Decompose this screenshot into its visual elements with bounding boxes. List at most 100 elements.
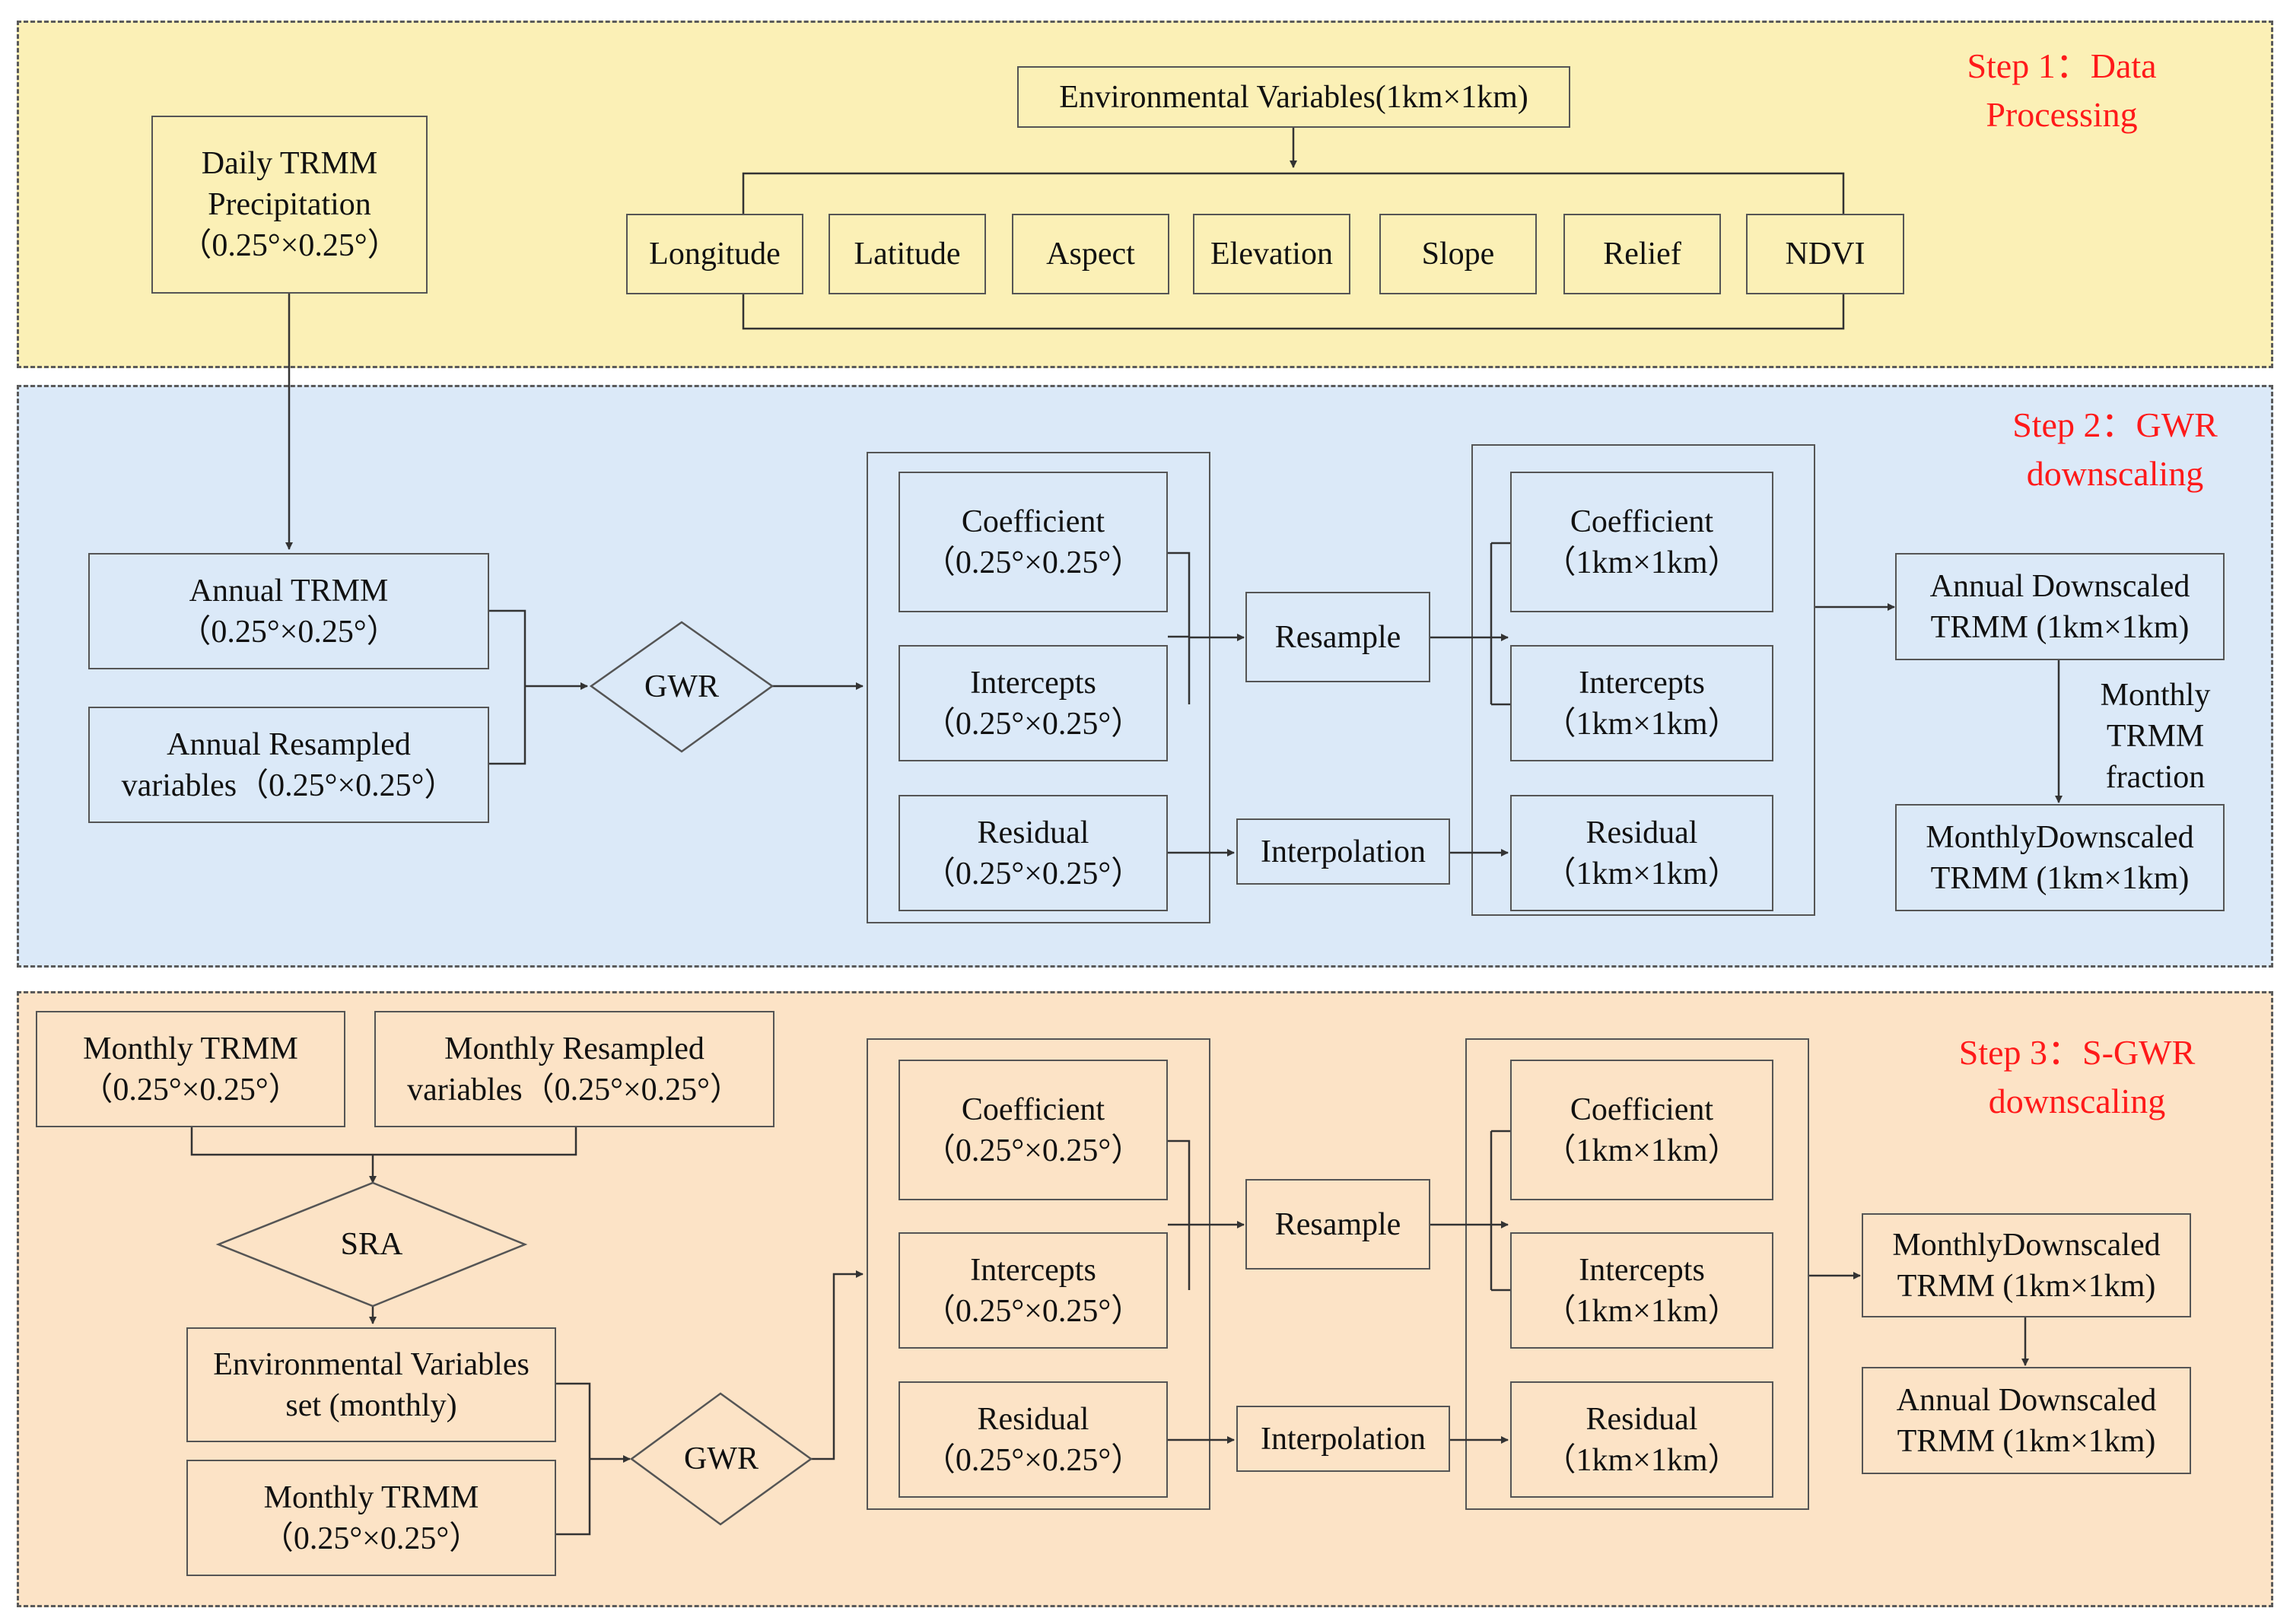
var-ndvi-box: NDVI xyxy=(1746,214,1904,294)
monthly-trmm-bottom-line2: （0.25°×0.25°） xyxy=(261,1521,482,1556)
s3-intercepts-coarse-line2: （0.25°×0.25°） xyxy=(923,1293,1143,1329)
var-slope-box: Slope xyxy=(1379,214,1537,294)
s3-monthly-downscaled-line1: MonthlyDownscaled xyxy=(1892,1227,2161,1263)
s3-residual-fine-line1: Residual xyxy=(1586,1401,1698,1437)
s3-coef-coarse-line1: Coefficient xyxy=(961,1092,1105,1127)
s3-coef-coarse-box: Coefficient （0.25°×0.25°） xyxy=(899,1060,1168,1200)
step3-title-line2: downscaling xyxy=(1988,1082,2166,1120)
s3-intercepts-fine-box: Intercepts （1km×1km） xyxy=(1510,1232,1773,1349)
step2-title-line2: downscaling xyxy=(2026,454,2204,493)
annual-resampled-line1: Annual Resampled xyxy=(167,726,411,762)
s3-annual-downscaled-line2: TRMM (1km×1km) xyxy=(1897,1423,2156,1459)
monthly-trmm-bottom-line1: Monthly TRMM xyxy=(263,1479,479,1515)
s3-annual-downscaled-line1: Annual Downscaled xyxy=(1896,1382,2157,1418)
step1-title: Step 1：Data Processing xyxy=(1917,42,2206,139)
s3-intercepts-coarse-line1: Intercepts xyxy=(970,1252,1096,1288)
step2-gwr-label: GWR xyxy=(644,669,719,704)
var-slope-label: Slope xyxy=(1421,237,1495,272)
var-aspect-label: Aspect xyxy=(1046,237,1135,272)
s2-intercepts-coarse-line2: （0.25°×0.25°） xyxy=(923,706,1143,742)
s2-residual-coarse-box: Residual （0.25°×0.25°） xyxy=(899,795,1168,911)
s2-coef-fine-line1: Coefficient xyxy=(1570,504,1714,539)
monthly-resampled-line1: Monthly Resampled xyxy=(444,1031,704,1066)
var-relief-label: Relief xyxy=(1603,237,1681,272)
monthly-trmm-top-line1: Monthly TRMM xyxy=(83,1031,298,1066)
monthly-fraction-line1: Monthly xyxy=(2100,678,2211,713)
var-aspect-box: Aspect xyxy=(1012,214,1169,294)
daily-trmm-line2: Precipitation xyxy=(208,187,371,222)
s3-coef-fine-line2: （1km×1km） xyxy=(1544,1133,1740,1168)
s2-intercepts-fine-box: Intercepts （1km×1km） xyxy=(1510,645,1773,761)
step1-panel xyxy=(17,21,2273,368)
monthly-resampled-line2: variables（0.25°×0.25°） xyxy=(407,1072,742,1108)
s3-resample-box: Resample xyxy=(1245,1179,1430,1270)
annual-trmm-line2: （0.25°×0.25°） xyxy=(179,614,399,650)
s2-intercepts-coarse-line1: Intercepts xyxy=(970,665,1096,701)
s2-resample-box: Resample xyxy=(1245,592,1430,682)
s3-intercepts-fine-line1: Intercepts xyxy=(1579,1252,1705,1288)
s2-residual-coarse-line2: （0.25°×0.25°） xyxy=(923,856,1143,891)
s3-interpolation-label: Interpolation xyxy=(1261,1421,1426,1457)
step2-fine-group xyxy=(1471,444,1815,916)
s2-annual-downscaled-box: Annual Downscaled TRMM (1km×1km) xyxy=(1895,553,2225,660)
s3-residual-fine-box: Residual （1km×1km） xyxy=(1510,1381,1773,1498)
var-latitude-label: Latitude xyxy=(854,237,961,272)
step3-title: Step 3：S-GWR downscaling xyxy=(1932,1028,2222,1126)
s2-coef-coarse-line2: （0.25°×0.25°） xyxy=(923,545,1143,580)
env-set-line1: Environmental Variables xyxy=(213,1346,530,1382)
step3-gwr-diamond xyxy=(629,1392,813,1526)
step1-title-line2: Processing xyxy=(1986,95,2138,134)
step1-title-line1: Step 1：Data xyxy=(1967,46,2157,85)
var-elevation-box: Elevation xyxy=(1193,214,1350,294)
s2-intercepts-coarse-box: Intercepts （0.25°×0.25°） xyxy=(899,645,1168,761)
s3-resample-label: Resample xyxy=(1274,1206,1401,1242)
s3-intercepts-fine-line2: （1km×1km） xyxy=(1544,1293,1740,1329)
s2-coef-fine-box: Coefficient （1km×1km） xyxy=(1510,472,1773,612)
s3-coef-coarse-line2: （0.25°×0.25°） xyxy=(923,1133,1143,1168)
s2-intercepts-fine-line1: Intercepts xyxy=(1579,665,1705,701)
step3-title-line1: Step 3：S-GWR xyxy=(1958,1033,2196,1072)
s3-coef-fine-box: Coefficient （1km×1km） xyxy=(1510,1060,1773,1200)
monthly-fraction-note: Monthly TRMM fraction xyxy=(2083,675,2228,798)
s2-annual-downscaled-line1: Annual Downscaled xyxy=(1929,568,2190,604)
monthly-trmm-top-box: Monthly TRMM （0.25°×0.25°） xyxy=(36,1011,345,1127)
s3-residual-coarse-line1: Residual xyxy=(977,1401,1089,1437)
env-variables-box: Environmental Variables(1km×1km) xyxy=(1017,66,1570,128)
s2-monthly-downscaled-box: MonthlyDownscaled TRMM (1km×1km) xyxy=(1895,804,2225,911)
s3-monthly-downscaled-line2: TRMM (1km×1km) xyxy=(1897,1268,2156,1304)
step2-title-line1: Step 2：GWR xyxy=(2012,405,2218,444)
step3-sra-label: SRA xyxy=(340,1227,403,1262)
daily-trmm-line1: Daily TRMM xyxy=(201,146,378,181)
step3-sra-diamond xyxy=(215,1181,528,1308)
step2-coarse-group xyxy=(867,452,1210,923)
step2-panel xyxy=(17,385,2273,968)
s3-monthly-downscaled-box: MonthlyDownscaled TRMM (1km×1km) xyxy=(1862,1213,2191,1317)
s3-annual-downscaled-box: Annual Downscaled TRMM (1km×1km) xyxy=(1862,1367,2191,1474)
step3-coarse-group xyxy=(867,1038,1210,1510)
env-set-line2: set (monthly) xyxy=(285,1387,457,1423)
s2-intercepts-fine-line2: （1km×1km） xyxy=(1544,706,1740,742)
annual-resampled-box: Annual Resampled variables（0.25°×0.25°） xyxy=(88,707,489,823)
annual-trmm-box: Annual TRMM （0.25°×0.25°） xyxy=(88,553,489,669)
s2-interpolation-box: Interpolation xyxy=(1236,818,1450,885)
s2-resample-label: Resample xyxy=(1274,619,1401,655)
monthly-trmm-bottom-box: Monthly TRMM （0.25°×0.25°） xyxy=(186,1460,556,1576)
var-elevation-label: Elevation xyxy=(1210,237,1333,272)
var-ndvi-label: NDVI xyxy=(1785,237,1865,272)
s3-residual-fine-line2: （1km×1km） xyxy=(1544,1442,1740,1478)
step3-gwr-label: GWR xyxy=(684,1441,759,1476)
s2-interpolation-label: Interpolation xyxy=(1261,834,1426,869)
daily-trmm-box: Daily TRMM Precipitation （0.25°×0.25°） xyxy=(151,116,428,294)
s2-residual-fine-line1: Residual xyxy=(1586,815,1698,850)
annual-resampled-line2: variables（0.25°×0.25°） xyxy=(121,768,456,803)
monthly-fraction-line2: TRMM xyxy=(2106,719,2205,754)
s2-coef-coarse-box: Coefficient （0.25°×0.25°） xyxy=(899,472,1168,612)
s3-interpolation-box: Interpolation xyxy=(1236,1406,1450,1472)
step2-gwr-diamond xyxy=(589,621,774,753)
annual-trmm-line1: Annual TRMM xyxy=(189,573,389,609)
s2-residual-coarse-line1: Residual xyxy=(977,815,1089,850)
s2-residual-fine-box: Residual （1km×1km） xyxy=(1510,795,1773,911)
var-relief-box: Relief xyxy=(1563,214,1721,294)
env-variables-label: Environmental Variables(1km×1km) xyxy=(1059,79,1528,115)
